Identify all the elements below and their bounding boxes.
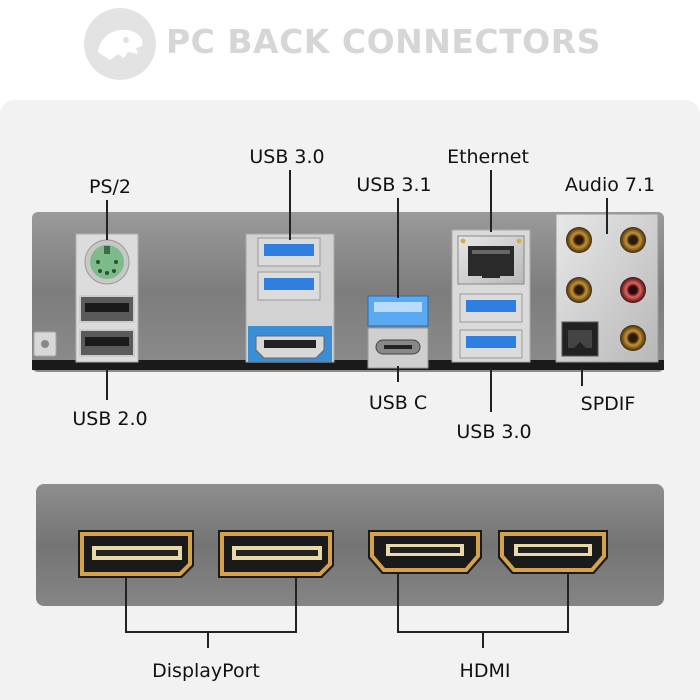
hdmi-port-2	[498, 530, 608, 574]
label-usb30-top: USB 3.0	[249, 146, 324, 168]
audio-jack-1	[566, 227, 592, 253]
page-title: PC BACK CONNECTORS	[166, 22, 601, 61]
clear-cmos-button	[33, 331, 57, 357]
usb30-hdmi-stack	[245, 233, 335, 363]
label-ethernet: Ethernet	[447, 146, 529, 168]
label-usb20: USB 2.0	[72, 408, 147, 430]
audio-jack-4	[620, 277, 646, 303]
audio-jack-3	[566, 277, 592, 303]
usb31-usbc-stack	[367, 295, 429, 369]
usb31-port	[367, 295, 429, 327]
usb30-port-1	[257, 237, 321, 267]
spdif-port	[561, 321, 599, 357]
usb30-port-3	[459, 293, 523, 323]
usb30-port-4	[459, 329, 523, 359]
usb30-port-2	[257, 271, 321, 301]
ps2-port	[84, 239, 130, 285]
displayport-port-1	[78, 530, 194, 578]
label-usbc: USB C	[369, 392, 427, 414]
leader-lines	[106, 170, 608, 412]
label-audio: Audio 7.1	[565, 174, 655, 196]
label-spdif: SPDIF	[581, 393, 636, 415]
label-hdmi: HDMI	[460, 660, 511, 682]
ethernet-usb30-stack	[451, 229, 531, 363]
usb20-port-1	[79, 295, 135, 323]
displayport-port-2	[218, 530, 334, 578]
audio-block	[555, 213, 659, 363]
label-usb30-bottom: USB 3.0	[456, 421, 531, 443]
label-ps2: PS/2	[89, 176, 131, 198]
audio-jack-5	[620, 325, 646, 351]
video-brackets	[125, 574, 569, 648]
dinosaur-skull-icon	[84, 8, 156, 80]
ethernet-port	[457, 235, 525, 285]
hdmi-port-1	[368, 530, 482, 574]
label-displayport: DisplayPort	[152, 660, 260, 682]
video-panel	[36, 484, 664, 606]
ps2-usb20-stack	[75, 233, 139, 363]
audio-jack-2	[620, 227, 646, 253]
label-usb31: USB 3.1	[356, 174, 431, 196]
hdmi-port-small	[248, 326, 332, 362]
usbc-port	[367, 327, 429, 369]
usb20-port-2	[79, 329, 135, 357]
